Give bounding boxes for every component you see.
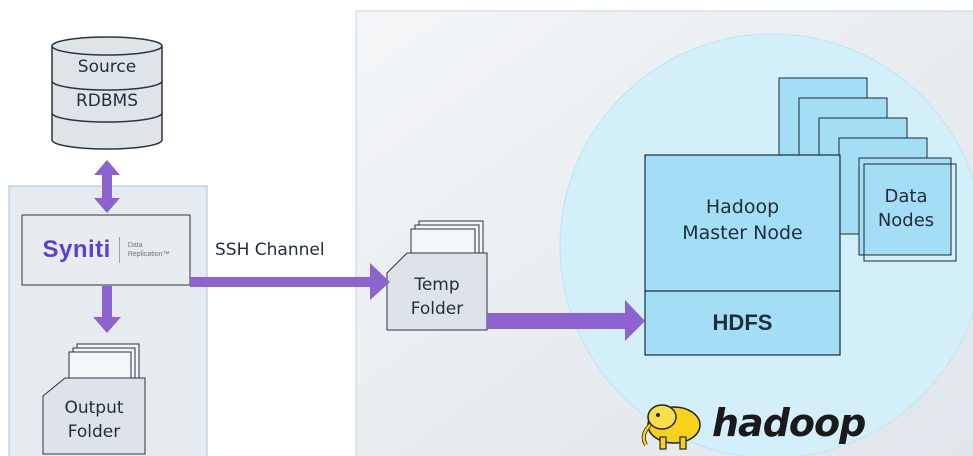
output-folder-line-1: Output [64, 398, 124, 418]
temp-folder-line-1: Temp [414, 275, 460, 295]
data-node-stack [778, 77, 957, 262]
ssh-channel-label: SSH Channel [215, 240, 325, 260]
rdbms-label: RDBMS [75, 91, 139, 111]
master-node-box [644, 154, 841, 356]
source-label: Source [77, 57, 137, 77]
product-line-2: Replication™ [127, 251, 170, 258]
ssh-arrow-icon [190, 263, 390, 300]
output-folder-line-2: Folder [67, 422, 121, 442]
master-node-line-2: Master Node [682, 222, 803, 244]
down-arrow-icon [93, 286, 121, 333]
double-arrow-icon [94, 160, 120, 213]
source-database-icon [51, 36, 163, 150]
temp-folder-icon [386, 220, 488, 331]
arrows [93, 160, 645, 341]
syniti-wordmark: Syniti [42, 236, 111, 263]
elephant-icon [641, 404, 701, 450]
data-nodes-line-1: Data [884, 186, 928, 207]
logo-divider [118, 237, 120, 263]
syniti-logo: Syniti Data Replication™ [22, 215, 190, 285]
product-line-1: Data [127, 242, 143, 249]
hadoop-wordmark: hadoop [712, 401, 866, 445]
hdfs-arrow-icon [487, 300, 645, 341]
syniti-box [21, 214, 191, 286]
master-node-line-1: Hadoop [705, 196, 780, 218]
temp-folder-line-2: Folder [410, 299, 464, 319]
hadoop-logo: hadoop [632, 395, 932, 453]
syniti-product-name: Data Replication™ [128, 241, 170, 259]
data-nodes-line-2: Nodes [877, 210, 935, 231]
output-folder-icon [42, 343, 146, 455]
hdfs-label: HDFS [712, 310, 773, 335]
